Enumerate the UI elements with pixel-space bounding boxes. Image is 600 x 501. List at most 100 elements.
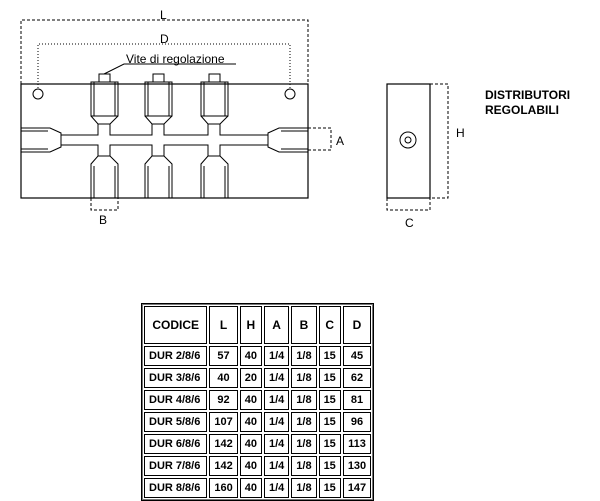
cell-l: 160 [209,478,238,498]
cell-h: 40 [239,478,262,498]
side-port-outer [399,131,417,149]
cell-a: 1/4 [263,434,290,454]
cell-b: 1/8 [291,434,317,454]
header-c: C [318,306,341,344]
cell-a: 1/4 [263,412,290,432]
dim-a-label: A [336,134,344,148]
table-row: DUR 2/8/6 57 40 1/4 1/8 15 45 [144,346,372,366]
dimension-h-line [430,83,449,199]
cell-h: 40 [239,434,262,454]
dimension-a-line [308,127,332,151]
cell-c: 15 [318,434,341,454]
cell-codice: DUR 6/8/6 [144,434,208,454]
distributor-body [20,83,309,199]
cell-l: 40 [209,368,238,388]
bottom-port-1 [90,155,119,198]
technical-drawing: L D Vite di regolazione A B H C [20,8,465,230]
cell-d: 81 [342,390,372,410]
cell-c: 15 [318,368,341,388]
left-inlet-port [20,127,62,153]
header-l: L [209,306,238,344]
dim-b-label: B [99,213,107,227]
cell-h: 40 [239,456,262,476]
bottom-port-3 [200,155,229,198]
cell-c: 15 [318,478,341,498]
dim-l-label: L [160,8,167,22]
cell-l: 92 [209,390,238,410]
cell-b: 1/8 [291,456,317,476]
side-port-inner [404,136,412,144]
right-inlet-port [267,127,309,153]
top-port-1 [90,73,119,125]
cell-a: 1/4 [263,478,290,498]
internal-channels [61,124,268,156]
dimensions-table: CODICE L H A B C D DUR 2/8/6 57 40 1/4 1… [141,303,375,501]
cell-h: 40 [239,346,262,366]
dim-c-label: C [405,216,414,230]
cell-codice: DUR 4/8/6 [144,390,208,410]
header-b: B [291,306,317,344]
dimension-c-line [386,198,431,211]
screw-leader-line [103,63,236,75]
cell-l: 107 [209,412,238,432]
screw-label: Vite di regolazione [126,52,225,66]
cell-b: 1/8 [291,412,317,432]
table-row: DUR 8/8/6 160 40 1/4 1/8 15 147 [144,478,372,498]
cell-codice: DUR 7/8/6 [144,456,208,476]
cell-d: 147 [342,478,372,498]
header-d: D [342,306,372,344]
side-view [386,83,449,211]
front-view [20,19,332,211]
cell-h: 40 [239,390,262,410]
top-port-3 [200,73,229,125]
table-row: DUR 6/8/6 142 40 1/4 1/8 15 113 [144,434,372,454]
cell-l: 142 [209,434,238,454]
cell-codice: DUR 8/8/6 [144,478,208,498]
cell-codice: DUR 2/8/6 [144,346,208,366]
cell-b: 1/8 [291,368,317,388]
dim-h-label: H [456,126,465,140]
header-h: H [239,306,262,344]
cell-c: 15 [318,456,341,476]
side-body [386,83,431,199]
table-header-row: CODICE L H A B C D [144,306,372,344]
title-line-2: REGOLABILI [485,103,559,117]
cell-h: 20 [239,368,262,388]
cell-a: 1/4 [263,368,290,388]
cell-c: 15 [318,390,341,410]
table-row: DUR 7/8/6 142 40 1/4 1/8 15 130 [144,456,372,476]
cell-l: 57 [209,346,238,366]
header-a: A [263,306,290,344]
drawing-title: DISTRIBUTORI REGOLABILI [485,88,570,118]
title-line-1: DISTRIBUTORI [485,88,571,102]
table-row: DUR 3/8/6 40 20 1/4 1/8 15 62 [144,368,372,388]
mounting-hole-right [284,88,296,100]
dim-d-label: D [160,32,169,46]
header-codice: CODICE [144,306,208,344]
cell-a: 1/4 [263,456,290,476]
cell-d: 62 [342,368,372,388]
cell-a: 1/4 [263,390,290,410]
cell-b: 1/8 [291,478,317,498]
cell-a: 1/4 [263,346,290,366]
cell-l: 142 [209,456,238,476]
cell-d: 130 [342,456,372,476]
cell-d: 96 [342,412,372,432]
cell-h: 40 [239,412,262,432]
cell-codice: DUR 3/8/6 [144,368,208,388]
table-row: DUR 5/8/6 107 40 1/4 1/8 15 96 [144,412,372,432]
bottom-port-2 [144,155,173,198]
cell-d: 113 [342,434,372,454]
cell-d: 45 [342,346,372,366]
cell-b: 1/8 [291,346,317,366]
dimension-d-line [37,43,291,88]
dimension-b-line [90,198,119,211]
dimension-l-line [20,19,309,84]
top-port-2 [144,73,173,125]
cell-b: 1/8 [291,390,317,410]
cell-codice: DUR 5/8/6 [144,412,208,432]
table-row: DUR 4/8/6 92 40 1/4 1/8 15 81 [144,390,372,410]
cell-c: 15 [318,346,341,366]
mounting-hole-left [32,88,44,100]
cell-c: 15 [318,412,341,432]
